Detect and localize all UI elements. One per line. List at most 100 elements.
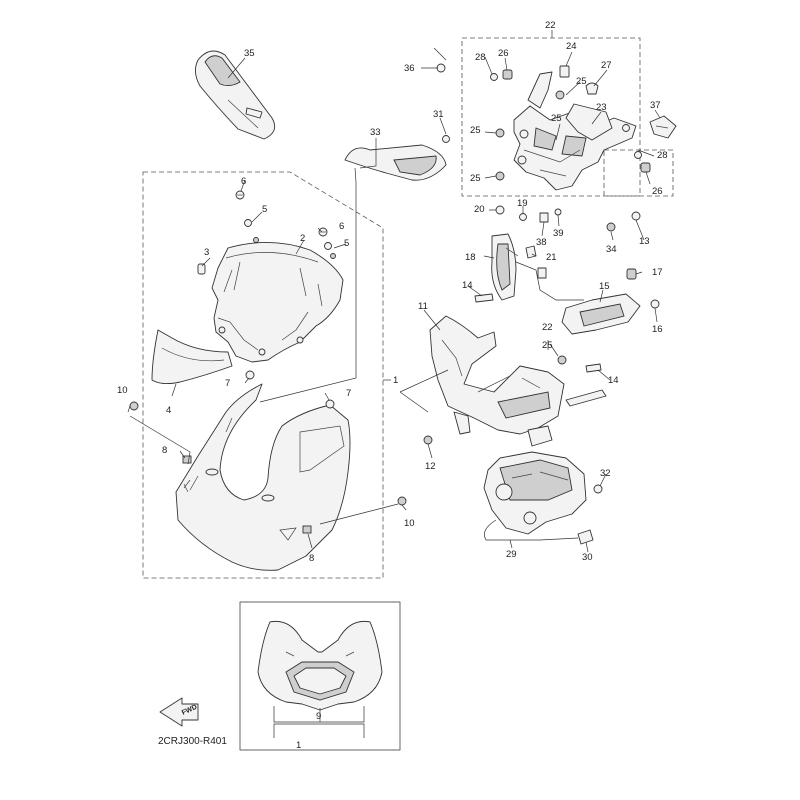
grommet-5-left[interactable] [244, 219, 259, 243]
callout-8-left: 8 [162, 445, 167, 456]
grommet-17-part[interactable] [626, 268, 637, 280]
nut-25-a[interactable] [495, 128, 505, 138]
callout-39: 39 [553, 228, 564, 239]
callout-1: 1 [393, 375, 398, 386]
callout-6-left: 6 [241, 176, 246, 187]
damper-27-part[interactable] [585, 82, 599, 95]
callout-10-right: 10 [404, 518, 415, 529]
callout-24: 24 [566, 41, 577, 52]
trim-strip-part[interactable] [565, 389, 607, 407]
leader-lines [127, 30, 661, 553]
wire-29-part[interactable] [484, 519, 579, 541]
screw-39-part[interactable] [554, 208, 562, 216]
callout-15: 15 [599, 281, 610, 292]
callout-13: 13 [639, 236, 650, 247]
plug-14-right[interactable] [585, 363, 602, 373]
screw-32-part[interactable] [593, 484, 603, 494]
callout-17: 17 [652, 267, 663, 278]
inner-duct-part[interactable] [429, 315, 565, 447]
callout-21: 21 [546, 252, 557, 263]
nut-25-c[interactable] [555, 90, 565, 100]
callout-2: 2 [300, 233, 305, 244]
grommet-26-top[interactable] [502, 69, 513, 80]
grommet-26-right[interactable] [640, 162, 651, 173]
callout-25-a: 25 [470, 125, 481, 136]
callout-9: 9 [316, 711, 321, 722]
callout-25-b: 25 [470, 173, 481, 184]
inner-panel-part[interactable] [151, 329, 233, 385]
upper-cowling-part[interactable] [175, 383, 351, 571]
callout-22-top: 22 [545, 20, 556, 31]
screw-16-part[interactable] [650, 299, 660, 309]
screw-6-left[interactable] [235, 190, 245, 200]
headlight-part[interactable] [483, 451, 587, 535]
nut-8-right[interactable] [302, 525, 312, 534]
bolt-13-part[interactable] [631, 211, 641, 221]
callout-11: 11 [418, 301, 428, 312]
callout-25-d: 25 [542, 340, 553, 351]
nut-36-part[interactable] [436, 63, 446, 73]
bolt-20-part[interactable] [495, 205, 505, 215]
callout-1-inset: 1 [296, 740, 301, 751]
callout-labels: 35 33 31 36 22 28 26 24 27 25 23 25 25 2… [117, 20, 668, 751]
callout-28-right: 28 [657, 150, 668, 161]
rivet-part[interactable] [197, 263, 206, 275]
callout-26-top: 26 [498, 48, 509, 59]
nut-8-left[interactable] [182, 455, 192, 464]
bulb-30-part[interactable] [577, 529, 594, 545]
inset-cowling-part[interactable] [257, 620, 383, 711]
callout-5-right: 5 [344, 238, 349, 249]
side-lens-part[interactable] [561, 293, 641, 335]
callout-26-right: 26 [652, 186, 663, 197]
callout-29: 29 [506, 549, 517, 560]
nut-25-b[interactable] [495, 171, 505, 181]
screw-19-part[interactable] [519, 213, 527, 221]
diagram-code: 2CRJ300-R401 [158, 736, 227, 747]
clip-38-part[interactable] [539, 212, 549, 223]
bolt-10-right[interactable] [397, 496, 407, 506]
grommet-5-right[interactable] [324, 242, 336, 259]
screw-6-right[interactable] [318, 227, 328, 237]
callout-3: 3 [204, 247, 209, 258]
windscreen-part[interactable] [211, 242, 344, 363]
cowling-group-frame [142, 171, 384, 579]
callout-18: 18 [465, 252, 476, 263]
connector-21-part[interactable] [525, 245, 537, 259]
inset-leaders [273, 706, 365, 738]
callout-12: 12 [425, 461, 436, 472]
callout-37: 37 [650, 100, 661, 111]
bolt-31-part[interactable] [442, 135, 450, 143]
bolt-34-part[interactable] [606, 222, 616, 232]
mirror-part[interactable] [195, 50, 276, 140]
callout-14-right: 14 [608, 375, 619, 386]
callout-33: 33 [370, 127, 381, 138]
callout-35: 35 [244, 48, 255, 59]
callout-27: 27 [601, 60, 612, 71]
callout-23: 23 [596, 102, 607, 113]
callout-25-c: 25 [576, 76, 587, 87]
plug-14-left[interactable] [474, 293, 494, 303]
forward-arrow-icon: FWD [159, 697, 199, 727]
callout-6-right: 6 [339, 221, 344, 232]
bracket-37-part[interactable] [649, 115, 677, 139]
washer-28-top[interactable] [490, 73, 498, 81]
bolt-10-left[interactable] [129, 401, 139, 411]
callout-4: 4 [166, 405, 171, 416]
bracket-side-frame [603, 149, 674, 197]
bracket-24-part[interactable] [527, 71, 553, 109]
bolt-12-part[interactable] [423, 435, 433, 445]
nut-25-d[interactable] [557, 355, 567, 365]
screw-7-right[interactable] [325, 399, 335, 409]
callout-25-e: 25 [551, 113, 562, 124]
washer-28-right[interactable] [634, 151, 642, 159]
callout-32: 32 [600, 468, 611, 479]
position-light-part[interactable] [491, 233, 519, 301]
callout-22-mid: 22 [542, 322, 553, 333]
side-cover-part[interactable] [344, 144, 447, 181]
clip-24-part[interactable] [559, 65, 570, 78]
callout-14-left: 14 [462, 280, 473, 291]
callout-28-top: 28 [475, 52, 486, 63]
callout-19: 19 [517, 198, 528, 209]
callout-31: 31 [433, 109, 444, 120]
screw-7-left[interactable] [245, 370, 255, 380]
